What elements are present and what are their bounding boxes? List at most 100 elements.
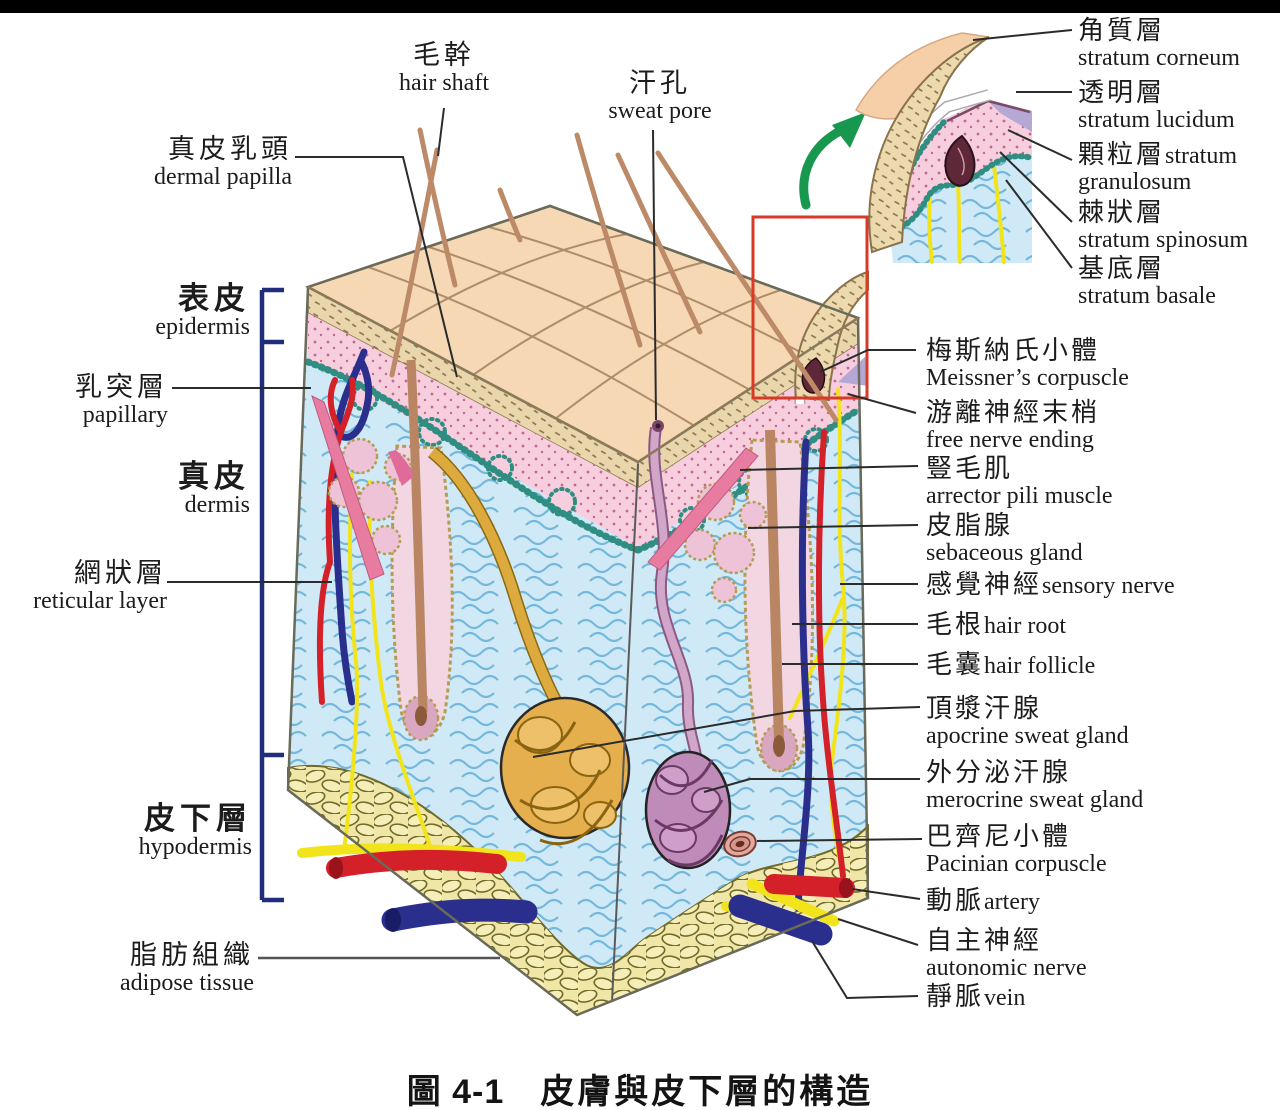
label-hair-follicle: 毛囊hair follicle	[926, 650, 1226, 679]
label-stratum-granulosum-en1: stratum	[1165, 143, 1238, 169]
label-dermis-zh: 真皮	[178, 459, 250, 494]
label-stratum-lucidum: 透明層 stratum lucidum	[1078, 78, 1278, 133]
label-hypodermis-zh: 皮下層	[144, 801, 252, 836]
label-papillary-zh: 乳突層	[75, 372, 168, 402]
label-pacinian-zh: 巴齊尼小體	[926, 822, 1072, 851]
label-sebaceous-zh: 皮脂腺	[926, 511, 1014, 540]
label-hair-root: 毛根hair root	[926, 610, 1226, 639]
label-sensory-en: sensory nerve	[1042, 573, 1175, 599]
label-stratum-corneum-en: stratum corneum	[1078, 45, 1240, 71]
layer-bracket	[259, 287, 284, 903]
block-edges	[286, 204, 870, 1017]
label-artery: 動脈artery	[926, 886, 1226, 915]
label-hair-shaft: 毛幹 hair shaft	[344, 40, 544, 96]
label-hair-root-zh: 毛根	[926, 610, 985, 639]
label-arrector-en: arrector pili muscle	[926, 483, 1113, 509]
label-sweat-pore: 汗孔 sweat pore	[560, 68, 760, 124]
label-stratum-spinosum: 棘狀層 stratum spinosum	[1078, 198, 1278, 253]
label-meissners-corpuscle: 梅斯納氏小體 Meissner’s corpuscle	[926, 336, 1226, 391]
leader-lines	[167, 29, 1073, 1000]
magnify-arrow	[799, 112, 866, 210]
label-papillary-en: papillary	[82, 402, 168, 428]
label-pacinian-corpuscle: 巴齊尼小體 Pacinian corpuscle	[926, 822, 1226, 877]
label-reticular-en: reticular layer	[33, 588, 167, 614]
label-sensory-zh: 感覺神經	[926, 570, 1043, 599]
label-sensory-nerve: 感覺神經sensory nerve	[926, 570, 1266, 599]
label-stratum-corneum-zh: 角質層	[1078, 16, 1166, 45]
label-free-nerve-en: free nerve ending	[926, 427, 1094, 453]
label-stratum-basale: 基底層 stratum basale	[1078, 254, 1278, 309]
top-black-bar	[0, 0, 1280, 13]
label-hypodermis-en: hypodermis	[138, 834, 252, 860]
label-stratum-lucidum-en: stratum lucidum	[1078, 107, 1235, 133]
figure-title: 皮膚與皮下層的構造	[540, 1073, 874, 1110]
label-stratum-basale-zh: 基底層	[1078, 254, 1166, 283]
label-reticular-zh: 網狀層	[74, 558, 167, 588]
label-free-nerve-zh: 游離神經末梢	[926, 398, 1101, 427]
label-stratum-granulosum: 顆粒層stratum granulosum	[1078, 140, 1278, 195]
label-papillary: 乳突層 papillary	[0, 372, 168, 428]
label-merocrine-sweat-gland: 外分泌汗腺 merocrine sweat gland	[926, 758, 1226, 813]
label-arrector-zh: 豎毛肌	[926, 454, 1014, 483]
label-dermal-papilla: 真皮乳頭 dermal papilla	[92, 134, 292, 190]
label-merocrine-zh: 外分泌汗腺	[926, 758, 1072, 787]
label-vein: 靜脈vein	[926, 982, 1226, 1011]
label-meissner-zh: 梅斯納氏小體	[926, 336, 1101, 365]
label-autonomic-nerve: 自主神經 autonomic nerve	[926, 926, 1226, 981]
capillary-loop-vessels	[316, 348, 373, 706]
label-free-nerve-ending: 游離神經末梢 free nerve ending	[926, 398, 1226, 453]
label-pacinian-en: Pacinian corpuscle	[926, 851, 1107, 877]
label-adipose-zh: 脂肪組織	[130, 940, 254, 970]
label-adipose-tissue: 脂肪組織 adipose tissue	[62, 940, 254, 996]
label-hair-follicle-en: hair follicle	[984, 653, 1096, 679]
hair-follicle-right	[647, 429, 815, 773]
label-stratum-spinosum-en: stratum spinosum	[1078, 227, 1249, 253]
label-autonomic-en: autonomic nerve	[926, 955, 1087, 981]
label-dermal-papilla-en: dermal papilla	[154, 164, 292, 190]
hairs	[389, 127, 839, 423]
label-stratum-lucidum-zh: 透明層	[1078, 78, 1166, 107]
label-epidermis-en: epidermis	[155, 314, 250, 340]
vessel-tubes-bottom-left	[297, 843, 538, 932]
label-sebaceous-gland: 皮脂腺 sebaceous gland	[926, 511, 1226, 566]
label-hair-shaft-zh: 毛幹	[413, 40, 475, 70]
label-hypodermis: 皮下層 hypodermis	[62, 801, 252, 860]
label-apocrine-sweat-gland: 頂漿汗腺 apocrine sweat gland	[926, 694, 1226, 749]
label-adipose-en: adipose tissue	[120, 970, 254, 996]
label-hair-root-en: hair root	[984, 613, 1066, 639]
label-dermis-en: dermis	[184, 492, 250, 518]
hypodermis-layer	[287, 764, 869, 1017]
magnified-region-box	[751, 215, 869, 400]
label-merocrine-en: merocrine sweat gland	[926, 787, 1144, 813]
epidermis-inset	[855, 32, 1035, 264]
label-artery-en: artery	[984, 889, 1040, 915]
label-stratum-spinosum-zh: 棘狀層	[1078, 198, 1166, 227]
label-hair-follicle-zh: 毛囊	[926, 650, 985, 679]
label-epidermis-zh: 表皮	[178, 281, 250, 316]
label-apocrine-en: apocrine sweat gland	[926, 723, 1129, 749]
pacinian-corpuscle-shape	[723, 830, 757, 858]
label-hair-shaft-en: hair shaft	[399, 70, 489, 96]
label-epidermis: 表皮 epidermis	[60, 281, 250, 340]
label-stratum-corneum: 角質層 stratum corneum	[1078, 16, 1278, 71]
merocrine-sweat-gland-shape	[644, 420, 732, 870]
label-sweat-pore-zh: 汗孔	[629, 68, 691, 98]
hair-follicle-left	[311, 359, 454, 742]
label-artery-zh: 動脈	[926, 886, 985, 915]
label-reticular-layer: 網狀層 reticular layer	[0, 558, 167, 614]
label-sweat-pore-en: sweat pore	[608, 98, 712, 124]
label-arrector-pili-muscle: 豎毛肌 arrector pili muscle	[926, 454, 1226, 509]
label-stratum-granulosum-zh: 顆粒層	[1078, 140, 1166, 169]
figure-number: 圖 4-1	[406, 1073, 505, 1110]
label-stratum-basale-en: stratum basale	[1078, 283, 1216, 309]
label-sebaceous-en: sebaceous gland	[926, 540, 1083, 566]
figure-caption: 圖 4-1 皮膚與皮下層的構造	[0, 1064, 1280, 1110]
vessel-tubes-bottom-right	[721, 874, 855, 946]
label-vein-en: vein	[984, 985, 1026, 1011]
label-autonomic-zh: 自主神經	[926, 926, 1043, 955]
label-vein-zh: 靜脈	[926, 982, 985, 1011]
label-dermal-papilla-zh: 真皮乳頭	[168, 134, 292, 164]
label-dermis: 真皮 dermis	[60, 459, 250, 518]
